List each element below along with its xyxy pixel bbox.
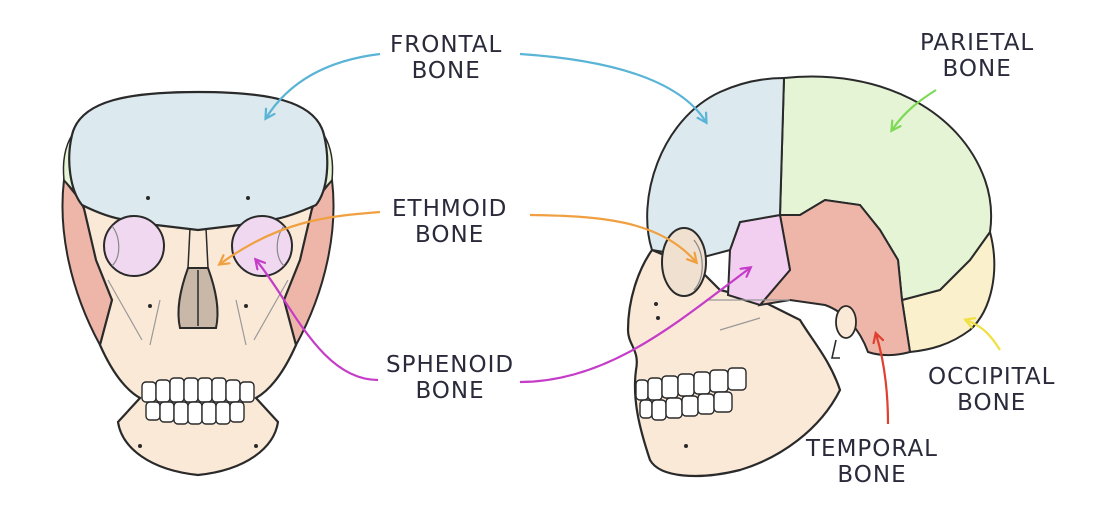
label-parietal-line2: BONE	[942, 56, 1012, 82]
arrow-sphenoid-to-front	[256, 260, 379, 382]
side-skull	[626, 75, 996, 478]
label-temporal-line2: BONE	[837, 462, 907, 488]
arrow-frontal-to-side	[519, 52, 706, 122]
label-sphenoid-bone: SPHENOID BONE	[386, 352, 514, 404]
front-skull	[61, 90, 335, 477]
label-ethmoid-line2: BONE	[415, 222, 485, 248]
arrow-temporal	[876, 334, 890, 425]
label-parietal-line1: PARIETAL	[920, 30, 1035, 56]
arrow-occipital	[966, 320, 1001, 351]
label-parietal-bone: PARIETAL BONE	[920, 30, 1034, 82]
front-orbit-left	[103, 215, 165, 277]
label-frontal-line1: FRONTAL	[390, 32, 503, 58]
side-face	[626, 248, 842, 478]
front-teeth	[141, 377, 255, 425]
label-occipital-bone: OCCIPITAL BONE	[928, 364, 1055, 416]
label-frontal-line2: BONE	[411, 58, 481, 84]
arrow-frontal-to-front	[266, 52, 381, 118]
label-frontal-bone: FRONTAL BONE	[390, 32, 502, 84]
front-frontal-bone	[68, 90, 329, 232]
label-ethmoid-bone: ETHMOID BONE	[392, 196, 507, 248]
arrow-ethmoid-to-side	[529, 213, 696, 262]
arrow-parietal	[892, 89, 937, 130]
label-occipital-line1: OCCIPITAL	[928, 364, 1056, 390]
side-frontal-bone	[646, 76, 786, 260]
side-ear-canal	[835, 305, 857, 339]
side-temporal-bone	[757, 198, 912, 356]
label-ethmoid-line1: ETHMOID	[392, 196, 508, 222]
label-temporal-line1: TEMPORAL	[806, 436, 938, 462]
label-temporal-bone: TEMPORAL BONE	[806, 436, 938, 488]
arrow-ethmoid-to-front	[220, 210, 381, 264]
side-orbit	[661, 227, 707, 297]
label-occipital-line2: BONE	[957, 390, 1027, 416]
side-teeth	[635, 367, 747, 421]
label-sphenoid-line1: SPHENOID	[386, 352, 515, 378]
arrow-sphenoid-to-side	[519, 268, 750, 384]
label-sphenoid-line2: BONE	[415, 378, 485, 404]
